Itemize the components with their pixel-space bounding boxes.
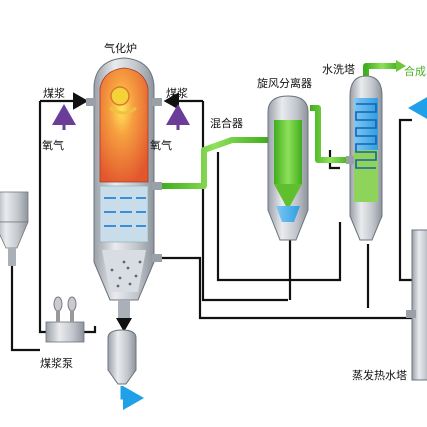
cyclone-separator xyxy=(267,95,309,241)
process-pipes xyxy=(10,92,415,352)
syngas-label: 合成 xyxy=(404,65,426,78)
cyclone-label: 旋风分离器 xyxy=(257,77,312,90)
water-scrubber xyxy=(346,75,383,241)
oxygen-inlets xyxy=(52,104,190,130)
coal-hopper xyxy=(0,191,29,266)
slurry-left-label: 煤浆 xyxy=(43,87,65,100)
evaporator-tower xyxy=(406,229,427,381)
evaporator-label: 蒸发热水塔 xyxy=(352,369,407,382)
syngas-pipes xyxy=(162,63,398,189)
scrubber-label: 水洗塔 xyxy=(322,63,355,76)
slurry-right-label: 煤浆 xyxy=(166,87,188,100)
oxygen-left-label: 氧气 xyxy=(42,139,64,152)
oxygen-right-label: 氧气 xyxy=(150,139,172,152)
gasifier-label: 气化炉 xyxy=(104,42,137,55)
slurry-pump-label: 煤浆泵 xyxy=(40,357,73,370)
mixer-label: 混合器 xyxy=(210,117,243,130)
gasifier-vessel xyxy=(86,57,162,332)
slurry-pump xyxy=(45,296,85,343)
slag-lockhopper xyxy=(107,329,144,410)
